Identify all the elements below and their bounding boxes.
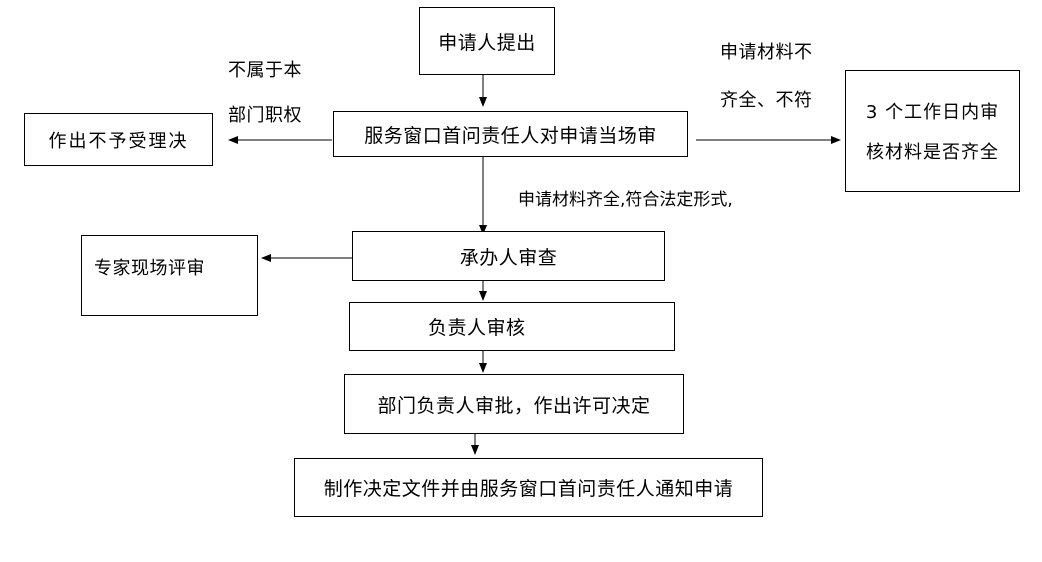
label-incomplete-line2: 齐全、不符 xyxy=(720,90,813,111)
node-window-review-label: 服务窗口首问责任人对申请当场审 xyxy=(364,124,657,147)
node-completeness-check-line1: 3 个工作日内审 xyxy=(865,102,1000,123)
label-not-in-scope-line2: 部门职权 xyxy=(228,105,302,126)
node-handler-review-label: 承办人审查 xyxy=(459,246,558,269)
node-responsible-review: 负责人审核 xyxy=(349,302,675,351)
node-completeness-check: 3 个工作日内审 核材料是否齐全 xyxy=(845,70,1020,192)
node-expert-review-label: 专家现场评审 xyxy=(94,258,205,279)
node-notify: 制作决定文件并由服务窗口首问责任人通知申请 xyxy=(294,458,763,517)
node-reject: 作出不予受理决 xyxy=(24,113,213,166)
node-dept-approval-label: 部门负责人审批，作出许可决定 xyxy=(377,394,651,417)
label-complete-ok: 申请材料齐全,符合法定形式, xyxy=(518,190,733,210)
node-applicant: 申请人提出 xyxy=(419,7,555,75)
node-handler-review: 承办人审查 xyxy=(352,231,665,281)
node-expert-review: 专家现场评审 xyxy=(81,235,258,316)
node-reject-label: 作出不予受理决 xyxy=(48,130,189,152)
label-not-in-scope-line1: 不属于本 xyxy=(228,60,302,81)
node-responsible-review-label: 负责人审核 xyxy=(428,317,526,339)
node-window-review: 服务窗口首问责任人对申请当场审 xyxy=(333,111,688,157)
node-applicant-label: 申请人提出 xyxy=(438,31,536,54)
node-notify-label: 制作决定文件并由服务窗口首问责任人通知申请 xyxy=(323,478,734,500)
node-dept-approval: 部门负责人审批，作出许可决定 xyxy=(344,374,684,434)
node-completeness-check-line2: 核材料是否齐全 xyxy=(866,142,999,163)
label-incomplete-line1: 申请材料不 xyxy=(720,42,813,63)
